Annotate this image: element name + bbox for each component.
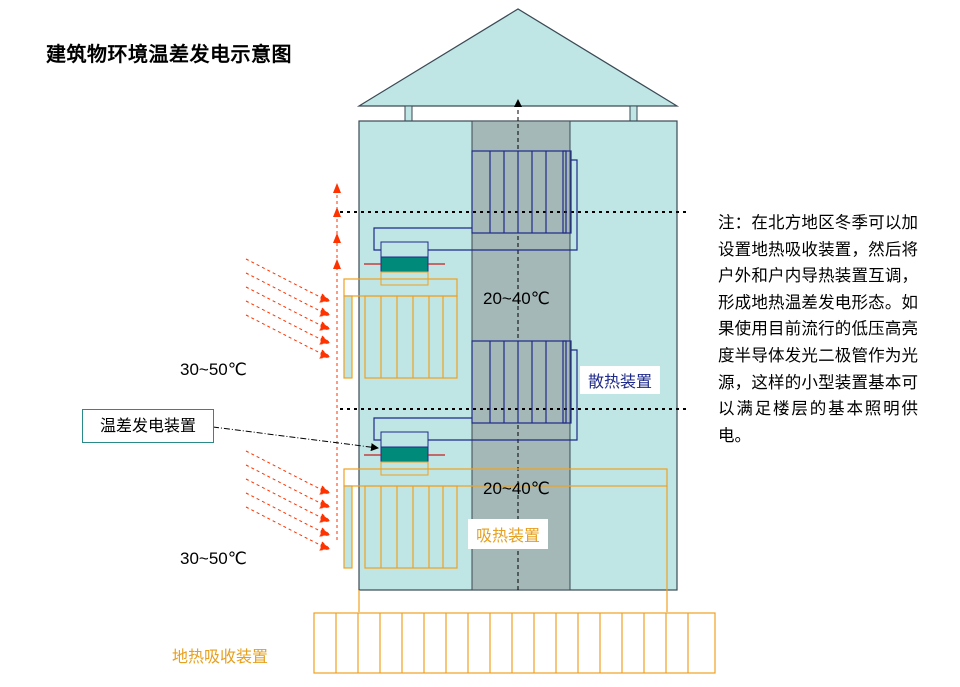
ventilation-shaft [471, 120, 571, 591]
absorber-upper [343, 278, 458, 379]
dissipator-upper [373, 150, 578, 251]
heat-absorption-label: 吸热装置 [468, 519, 549, 549]
absorber-lower [343, 468, 668, 612]
heat-dissipation-label: 散热装置 [580, 366, 661, 394]
heat-rays-lower [245, 450, 332, 551]
roof-post-left [404, 105, 413, 123]
outer-temp-lower: 30~50℃ [180, 549, 247, 568]
geothermal-absorber [313, 612, 716, 674]
inner-temp-upper: 20~40℃ [483, 289, 550, 308]
roof [356, 8, 680, 107]
geothermal-absorption-label: 地热吸收装置 [172, 647, 269, 666]
teg-callout-line [212, 426, 379, 452]
diagram-title: 建筑物环境温差发电示意图 [46, 42, 292, 66]
heat-rays-upper [245, 258, 332, 359]
dissipator-lower [373, 340, 578, 441]
inner-temp-lower: 20~40℃ [483, 479, 550, 498]
rising-heat-arrowheads [333, 183, 341, 269]
teg-device-label: 温差发电装置 [82, 409, 214, 443]
roof-post-right [629, 105, 638, 123]
explanatory-note: 注：在北方地区冬季可以加设置地热吸收装置，然后将户外和户内导热装置互调，形成地热… [718, 213, 918, 445]
outer-temp-upper: 30~50℃ [180, 360, 247, 379]
